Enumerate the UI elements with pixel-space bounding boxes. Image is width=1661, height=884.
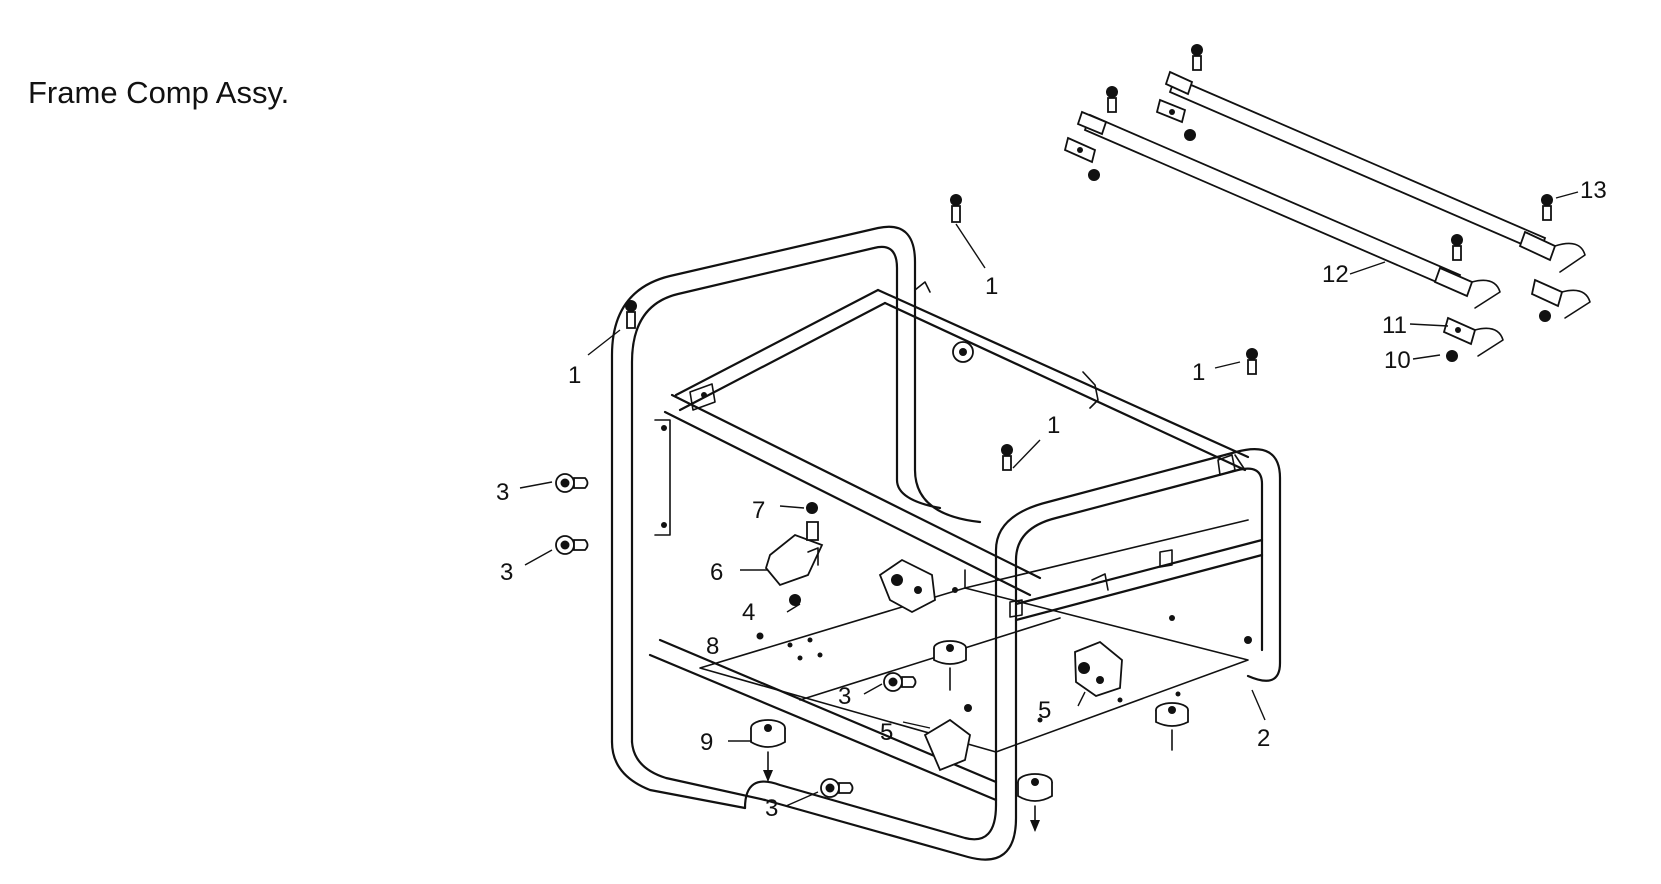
callout-13: 13 [1580,177,1607,204]
callout-leaders [519,191,1579,807]
strap-handle-part [1063,44,1591,362]
callout-1-center: 1 [1047,412,1060,439]
callout-1-top: 1 [985,273,998,300]
callout-6: 6 [710,559,723,586]
bolt-part [625,194,1258,471]
callout-8: 8 [706,633,719,660]
callout-10: 10 [1384,347,1411,374]
engine-mount-bracket [878,558,1123,772]
frame-brackets [654,281,1252,723]
callout-5-left: 5 [880,719,893,746]
callout-3-plate: 3 [838,683,851,710]
callout-2: 2 [1257,725,1270,752]
callout-7: 7 [752,497,765,524]
callout-1-right: 1 [1192,359,1205,386]
callout-4: 4 [742,599,755,626]
callout-5-right: 5 [1038,697,1051,724]
callout-3-upper: 3 [496,479,509,506]
nut-part [555,473,917,798]
callout-9: 9 [700,729,713,756]
callout-11: 11 [1382,312,1407,339]
support-bracket-part [756,502,824,640]
callout-labels: 1 1 1 1 1 2 3 3 3 3 4 5 5 6 7 8 9 10 11 … [496,177,1607,822]
callout-3-bottom: 3 [765,795,778,822]
callout-1-left: 1 [568,362,581,389]
callout-3-middle: 3 [500,559,513,586]
rubber-foot-part [750,640,1189,832]
callout-12: 12 [1322,261,1349,288]
diagram-title: Frame Comp Assy. [28,75,289,110]
